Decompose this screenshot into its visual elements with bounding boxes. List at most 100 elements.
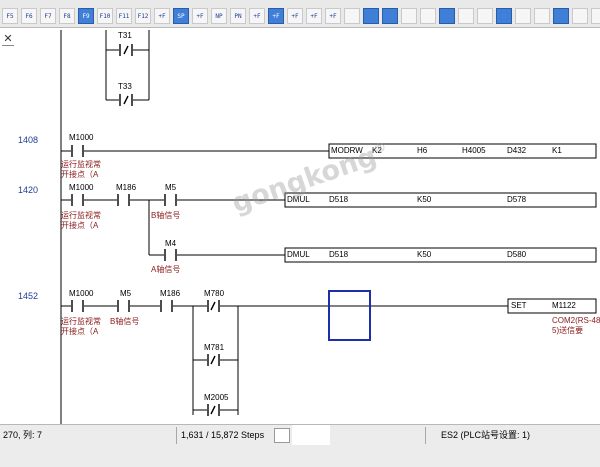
toolbar-button-icon[interactable]: F9	[78, 8, 94, 24]
contact-t33	[119, 94, 133, 106]
instruction-box-dmul-1	[284, 192, 597, 208]
toolbar-button-icon[interactable]	[496, 8, 512, 24]
instruction-operand[interactable]: D580	[507, 250, 527, 259]
ladder-diagram	[60, 30, 597, 424]
instruction-operand[interactable]: K1	[552, 146, 562, 155]
contact-label: T33	[118, 82, 132, 91]
toolbar-button-icon[interactable]	[382, 8, 398, 24]
instruction-operand[interactable]: D578	[507, 195, 527, 204]
step-number: 1452	[18, 291, 39, 301]
toolbar-button-icon[interactable]	[344, 8, 360, 24]
contact-m5-1420	[164, 194, 177, 206]
toolbar-button-icon[interactable]: +F	[306, 8, 322, 24]
contact-m5-1452	[117, 300, 130, 312]
toolbar-button-icon[interactable]	[477, 8, 493, 24]
device-comment: 开接点（A	[61, 221, 99, 230]
edit-cursor[interactable]	[328, 290, 371, 341]
instruction-mnemonic[interactable]: DMUL	[287, 195, 310, 204]
toolbar-button-icon[interactable]: F12	[135, 8, 151, 24]
contact-m1000-1420	[71, 194, 84, 206]
toolbar-button-icon[interactable]	[534, 8, 550, 24]
toolbar-button-icon[interactable]: PN	[230, 8, 246, 24]
status-field	[292, 425, 330, 445]
instruction-mnemonic[interactable]: MODRW	[331, 146, 363, 155]
device-comment: 运行监视常	[61, 211, 101, 220]
contact-label: M5	[120, 289, 132, 298]
toolbar-button-icon[interactable]	[591, 8, 600, 24]
contact-label: T31	[118, 31, 132, 40]
contact-label: M2005	[204, 393, 229, 402]
contact-label: M1000	[69, 289, 94, 298]
contact-m1000-1452	[71, 300, 84, 312]
instruction-box-set	[507, 298, 597, 314]
toolbar-button-icon[interactable]: F8	[59, 8, 75, 24]
contact-label: M1000	[69, 133, 94, 142]
contact-label: M781	[204, 343, 225, 352]
toolbar-button-icon[interactable]: NP	[211, 8, 227, 24]
device-comment: 5)送信要	[552, 326, 584, 335]
device-comment: 运行监视常	[61, 317, 101, 326]
status-indicator	[274, 428, 290, 443]
contact-m186-1420	[117, 194, 130, 206]
toolbar-button-icon[interactable]: F6	[21, 8, 37, 24]
contact-m1000-1408	[71, 145, 84, 157]
device-comment: 运行监视常	[61, 160, 101, 169]
toolbar-button-icon[interactable]	[553, 8, 569, 24]
instruction-operand[interactable]: D432	[507, 146, 527, 155]
instruction-operand[interactable]: K50	[417, 195, 432, 204]
step-number: 1408	[18, 135, 39, 145]
device-comment: B轴信号	[110, 317, 140, 326]
contact-label: M4	[165, 239, 177, 248]
toolbar-button-icon[interactable]: F5	[2, 8, 18, 24]
instruction-operand[interactable]: K2	[372, 146, 382, 155]
contact-t31	[119, 44, 133, 56]
toolbar-button-icon[interactable]: +F	[268, 8, 284, 24]
contact-label: M186	[160, 289, 181, 298]
instruction-operand[interactable]: K50	[417, 250, 432, 259]
device-comment: 开接点（A	[61, 327, 99, 336]
step-number: 1420	[18, 185, 39, 195]
status-steps: 1,631 / 15,872 Steps	[181, 430, 265, 440]
instruction-operand[interactable]: D518	[329, 195, 349, 204]
contact-m4-1420	[164, 249, 177, 261]
toolbar-button-icon[interactable]: +F	[249, 8, 265, 24]
toolbar-button-icon[interactable]: +F	[192, 8, 208, 24]
device-comment: COM2(RS-48	[552, 316, 600, 325]
toolbar-button-icon[interactable]	[363, 8, 379, 24]
toolbar-button-icon[interactable]	[458, 8, 474, 24]
instruction-box-modrw	[328, 143, 597, 159]
status-plc: ES2 (PLC站号设置: 1)	[441, 430, 531, 440]
contact-label: M1000	[69, 183, 94, 192]
toolbar-button-icon[interactable]: SP	[173, 8, 189, 24]
contact-label: M780	[204, 289, 225, 298]
status-position: 270, 列: 7	[3, 430, 43, 440]
contact-m781	[207, 354, 220, 366]
contact-m186-1452	[160, 300, 173, 312]
contact-label: M5	[165, 183, 177, 192]
device-comment: B轴信号	[151, 211, 181, 220]
instruction-operand[interactable]: M1122	[552, 301, 576, 310]
close-icon[interactable]: ✕	[2, 33, 14, 46]
toolbar-button-icon[interactable]: F7	[40, 8, 56, 24]
toolbar-button-icon[interactable]: F11	[116, 8, 132, 24]
toolbar-button-icon[interactable]	[515, 8, 531, 24]
toolbar-button-icon[interactable]: +F	[325, 8, 341, 24]
toolbar-button-icon[interactable]	[401, 8, 417, 24]
toolbar-button-icon[interactable]	[420, 8, 436, 24]
contact-m2005	[207, 404, 220, 416]
toolbar-button-icon[interactable]: +F	[287, 8, 303, 24]
contact-m780	[207, 300, 220, 312]
instruction-operand[interactable]: D518	[329, 250, 349, 259]
device-comment: A轴信号	[151, 265, 181, 274]
toolbar-button-icon[interactable]: +F	[154, 8, 170, 24]
contact-label: M186	[116, 183, 137, 192]
instruction-operand[interactable]: H4005	[462, 146, 486, 155]
instruction-mnemonic[interactable]: DMUL	[287, 250, 310, 259]
toolbar-button-icon[interactable]: F10	[97, 8, 113, 24]
toolbar-button-icon[interactable]	[572, 8, 588, 24]
instruction-mnemonic[interactable]: SET	[511, 301, 527, 310]
toolbar-button-icon[interactable]	[439, 8, 455, 24]
instruction-operand[interactable]: H6	[417, 146, 428, 155]
device-comment: 开接点（A	[61, 170, 99, 179]
